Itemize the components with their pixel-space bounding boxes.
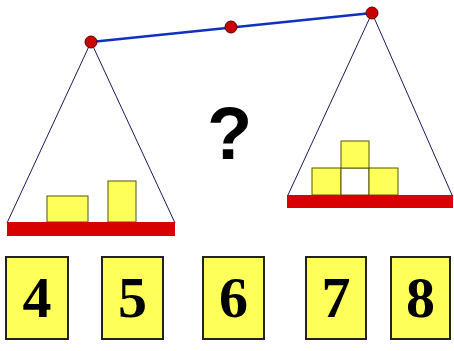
pan-string [91, 42, 175, 223]
answer-number: 4 [23, 269, 52, 327]
scale-pan [287, 195, 453, 208]
answer-number: 7 [322, 269, 351, 327]
weight-block [108, 181, 136, 222]
pivot-dot [366, 7, 378, 19]
answer-box: 4 [5, 256, 69, 340]
answer-number: 6 [219, 269, 248, 327]
pivot-dot [225, 21, 237, 33]
answer-box: 7 [305, 256, 367, 340]
answer-number: 5 [118, 269, 147, 327]
answer-box: 6 [202, 256, 265, 340]
answer-box: 5 [101, 256, 164, 340]
pan-string [7, 42, 91, 223]
scale-beam [91, 13, 372, 42]
question-mark: ? [207, 97, 252, 171]
weight-block [369, 168, 398, 195]
pan-string [288, 13, 372, 195]
answer-number: 8 [406, 269, 435, 327]
weight-block [341, 141, 369, 168]
empty-block [341, 168, 369, 195]
weight-block [47, 196, 88, 222]
scale-pan [7, 222, 175, 236]
pivot-dot [85, 36, 97, 48]
weight-block [312, 168, 341, 195]
answer-box: 8 [390, 256, 451, 340]
